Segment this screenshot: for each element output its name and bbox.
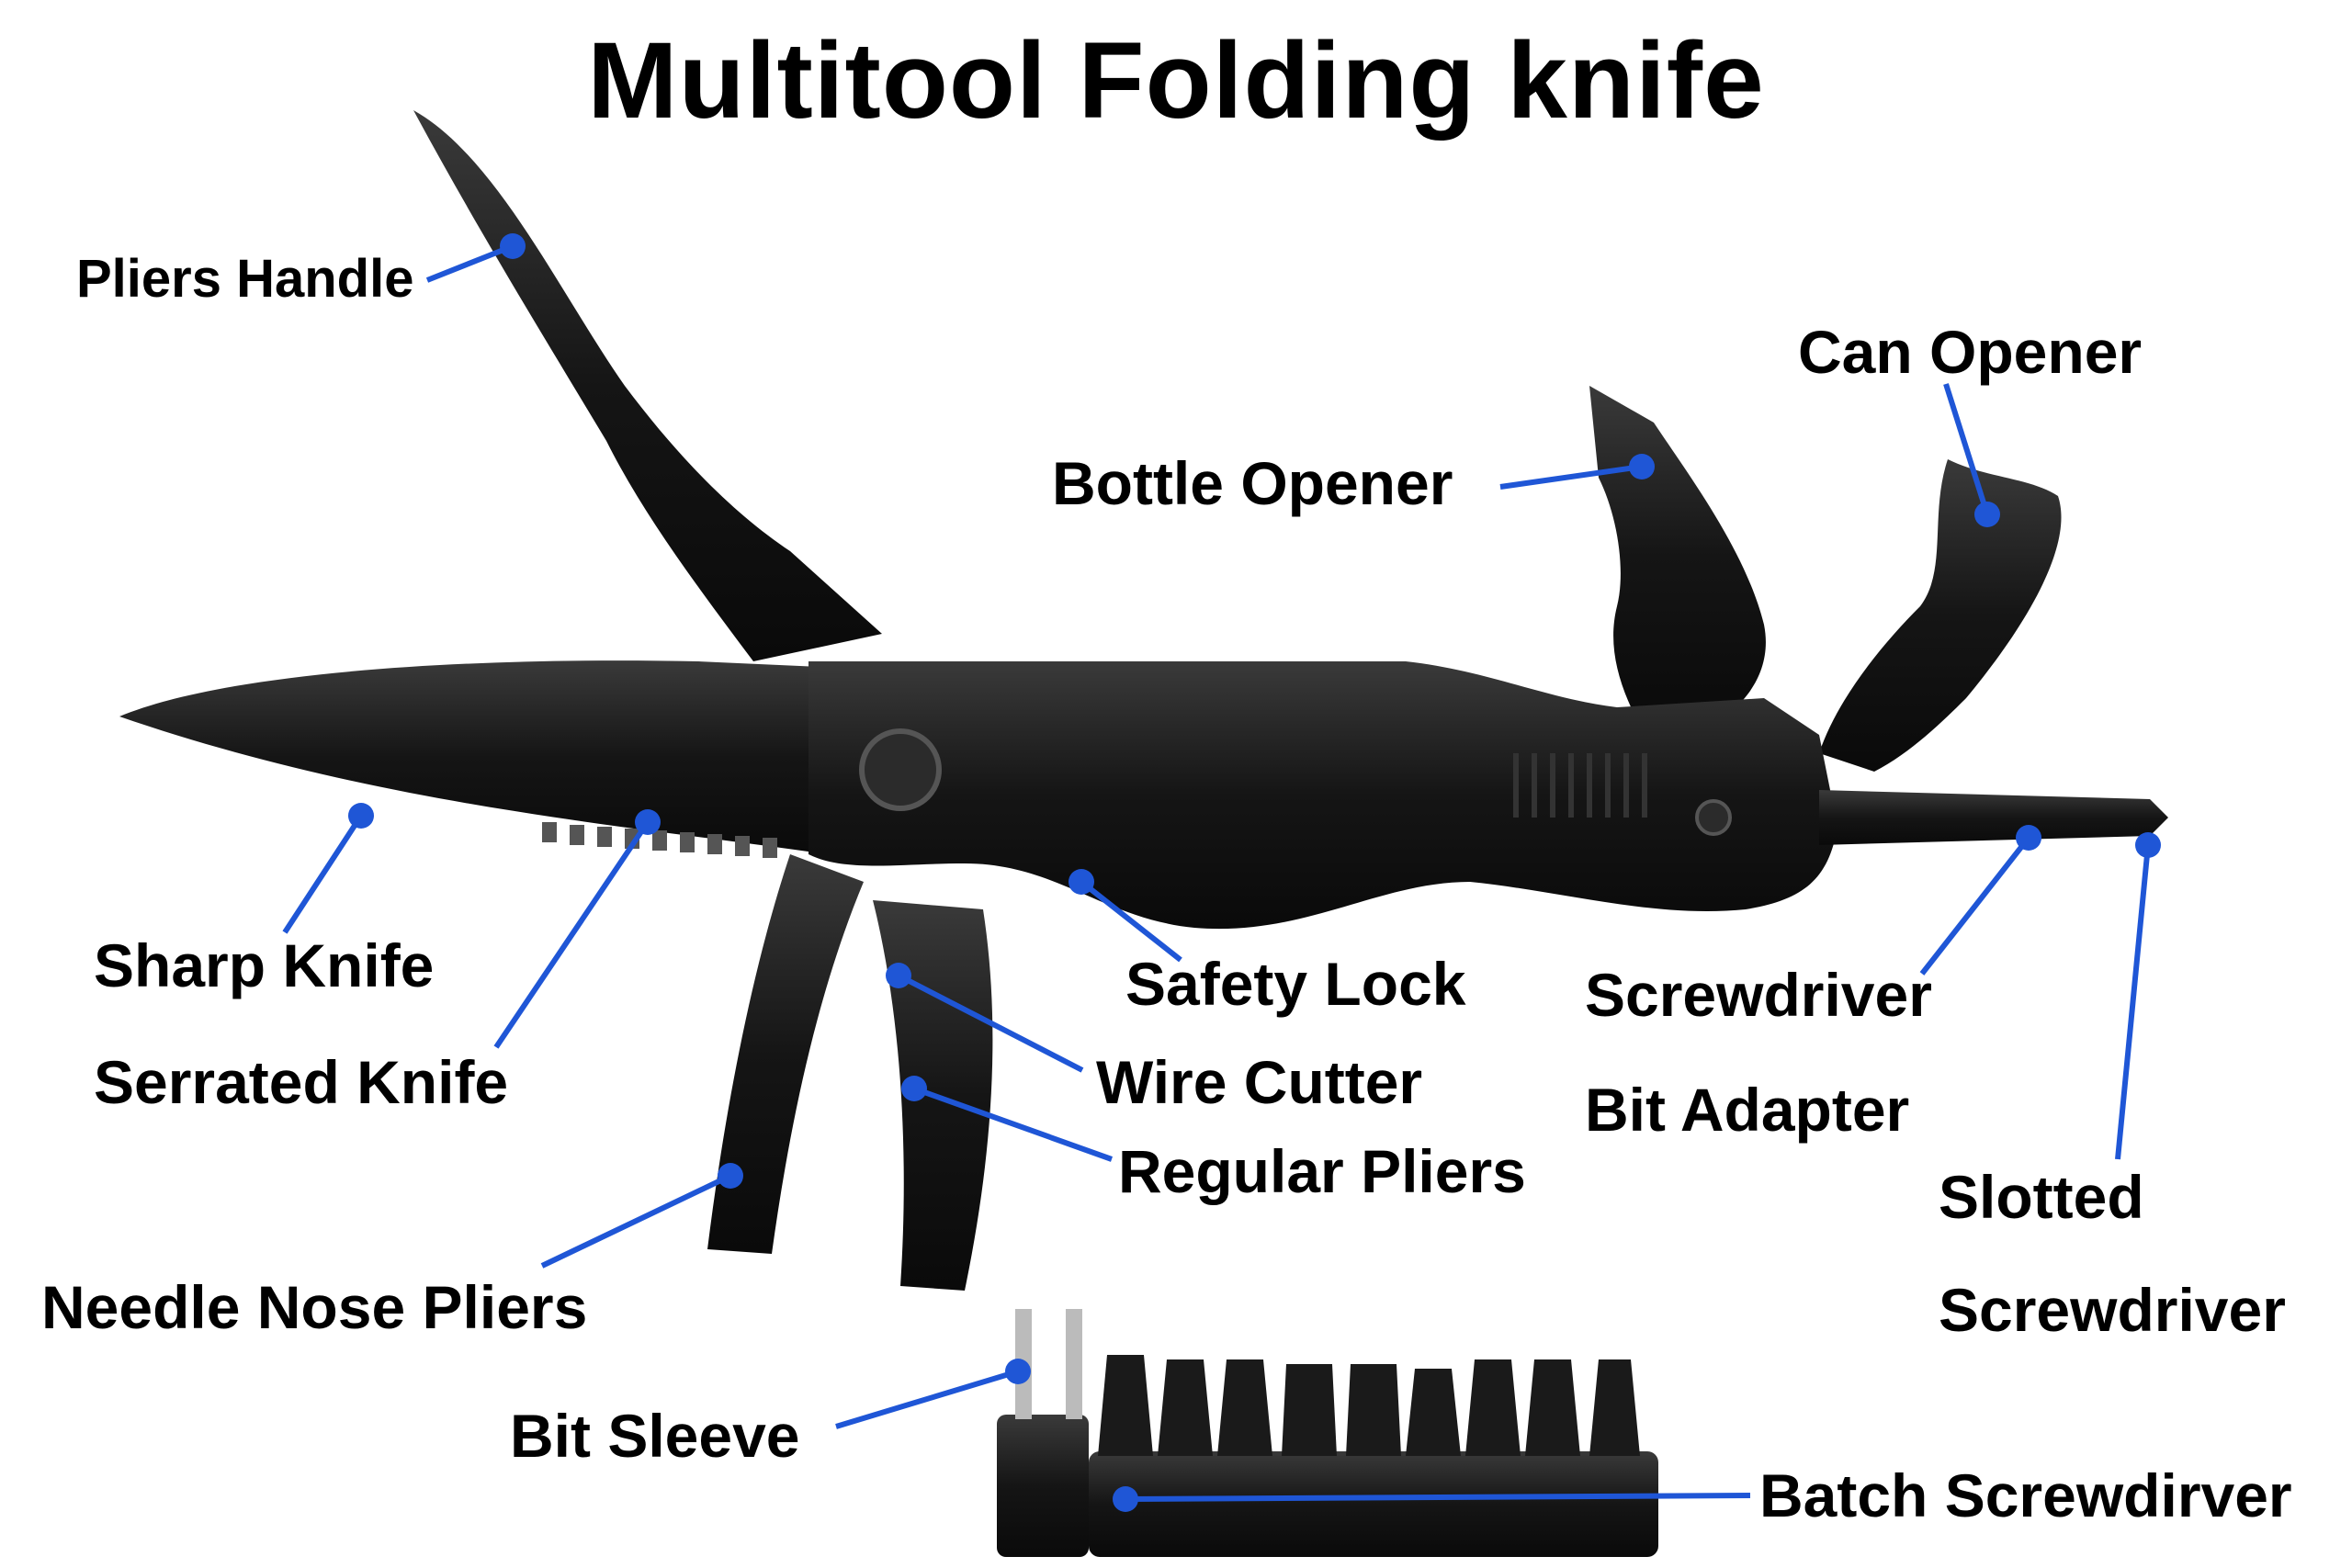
handle-body bbox=[808, 661, 1838, 930]
bit-sleeve-shape bbox=[997, 1415, 1089, 1557]
label-safety-lock: Safety Lock bbox=[1125, 950, 1466, 1018]
leader-lines bbox=[282, 243, 2151, 1502]
label-bottle-opener: Bottle Opener bbox=[1052, 449, 1453, 517]
grip-ridges bbox=[1513, 753, 1647, 818]
label-screwdriver-adapter-line1: Screwdriver bbox=[1585, 961, 1932, 1029]
leader-serrated-knife bbox=[493, 820, 650, 1049]
leader-can-opener bbox=[1943, 383, 1990, 515]
leader-batch bbox=[1125, 1493, 1751, 1502]
pliers-handle-shape bbox=[413, 110, 882, 661]
leader-bit-sleeve bbox=[835, 1369, 1019, 1429]
leader-wire-cutter bbox=[897, 973, 1084, 1073]
label-serrated-knife: Serrated Knife bbox=[94, 1048, 509, 1116]
pivot-screw bbox=[859, 728, 942, 811]
bit-holder-shape bbox=[1089, 1451, 1658, 1557]
screwdriver-adapter-shape bbox=[1819, 790, 2168, 845]
sharp-knife-blade bbox=[119, 660, 910, 854]
label-can-opener: Can Opener bbox=[1798, 318, 2143, 386]
label-slotted-line1: Slotted bbox=[1939, 1163, 2144, 1231]
leader-bottle-opener bbox=[1499, 464, 1643, 490]
label-wire-cutter: Wire Cutter bbox=[1096, 1048, 1423, 1116]
label-bit-sleeve: Bit Sleeve bbox=[510, 1402, 800, 1470]
label-needle-nose-pliers: Needle Nose Pliers bbox=[41, 1273, 588, 1341]
diagram-title: Multitool Folding knife bbox=[587, 20, 1765, 141]
leader-needle-nose bbox=[540, 1173, 732, 1269]
leader-screwdriver-adapter bbox=[1919, 836, 2031, 976]
label-screwdriver-adapter-line2: Bit Adapter bbox=[1585, 1076, 1910, 1144]
rivet bbox=[1695, 799, 1732, 836]
label-pliers-handle: Pliers Handle bbox=[76, 249, 414, 309]
bottle-opener-shape bbox=[1589, 386, 1766, 726]
leader-slotted bbox=[2115, 844, 2151, 1160]
label-slotted-line2: Screwdriver bbox=[1939, 1276, 2286, 1344]
label-sharp-knife: Sharp Knife bbox=[94, 931, 435, 999]
leader-sharp-knife bbox=[282, 814, 364, 934]
leader-regular-pliers bbox=[912, 1086, 1114, 1162]
bit-set bbox=[997, 1309, 1658, 1557]
can-opener-shape bbox=[1819, 459, 2062, 772]
leader-safety-lock bbox=[1080, 879, 1182, 963]
label-regular-pliers: Regular Pliers bbox=[1118, 1137, 1526, 1205]
leader-dots bbox=[348, 233, 2161, 1512]
needle-nose-pliers-shape bbox=[707, 854, 864, 1254]
leader-pliers-handle bbox=[425, 243, 514, 283]
label-batch-screwdriver: Batch Screwdirver bbox=[1759, 1461, 2292, 1529]
